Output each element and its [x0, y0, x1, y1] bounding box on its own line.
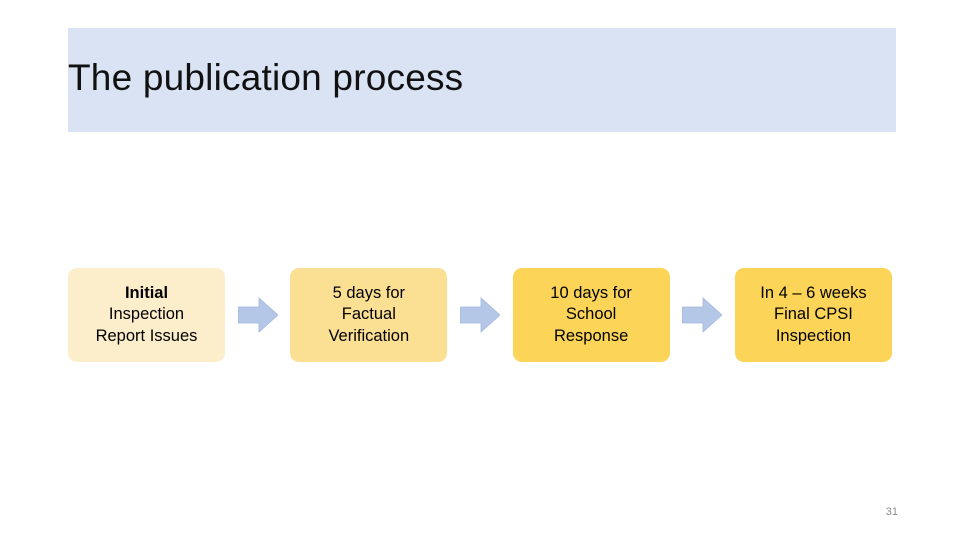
slide-number: 31 [885, 506, 898, 518]
step-line: Response [553, 326, 629, 345]
step-line: 5 days for [332, 283, 406, 302]
right-block-arrow-icon [682, 297, 723, 333]
step-line: Inspection [775, 326, 852, 345]
step-line: Final CPSI [774, 305, 853, 324]
process-step-initial-inspection-report-issues[interactable]: Initial Inspection Report Issues [68, 268, 225, 362]
process-step-final-cpsi-inspection[interactable]: In 4 – 6 weeks Final CPSI Inspection [734, 268, 892, 362]
process-step-school-response[interactable]: 10 days for School Response [512, 268, 670, 362]
step-line: Inspection [108, 305, 185, 324]
step-line: Report Issues [95, 326, 198, 345]
step-line: School [565, 305, 617, 324]
step-line: Verification [328, 326, 410, 345]
page-title: The publication process [68, 57, 464, 98]
step-line: In 4 – 6 weeks [760, 283, 867, 302]
title-banner: The publication process [68, 28, 896, 132]
right-block-arrow-icon [237, 297, 278, 333]
step-line: Initial [124, 283, 169, 302]
process-flow-diagram: Initial Inspection Report Issues 5 days … [68, 268, 892, 362]
right-block-arrow-icon [459, 297, 500, 333]
process-step-factual-verification[interactable]: 5 days for Factual Verification [290, 268, 448, 362]
step-line: Factual [341, 305, 396, 324]
step-line: 10 days for [550, 283, 632, 302]
